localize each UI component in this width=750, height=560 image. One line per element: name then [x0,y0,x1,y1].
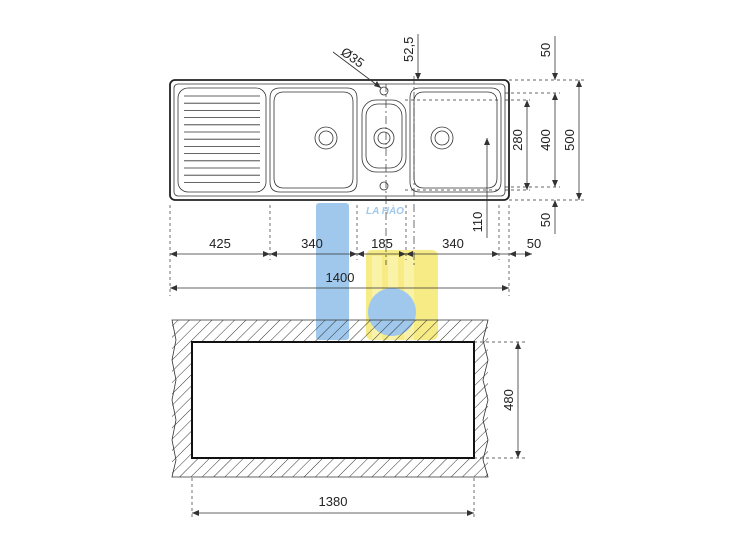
bowl-middle [361,99,407,173]
sink-outline [169,79,510,201]
dim-tap-offset: 52,5 [401,37,416,62]
countertop-hatch [172,320,488,477]
drain-right-icon [430,126,454,150]
dim-cutout-height: 480 [501,389,516,411]
bowl-left [269,87,358,193]
dim-total-depth: 500 [562,129,577,151]
dim-bowl-right: 340 [442,236,464,251]
watermark-text: LA HÀO [366,204,404,217]
vertical-dimensions: 50 400 280 500 50 110 [470,36,585,238]
overflow-icon [379,181,389,191]
sink-inner-rim [173,83,506,197]
tap-hole-icon [379,86,389,96]
dim-bowl-middle: 185 [371,236,393,251]
cutout-rectangle [191,341,475,459]
dim-bowl-inner: 280 [510,129,525,151]
dim-total-width: 1400 [326,270,355,285]
drain-left-icon [314,126,338,150]
cutout-view: 480 1380 [171,319,525,520]
sink-top-view [169,76,510,265]
drain-middle-icon [373,127,395,149]
dim-right-margin: 50 [527,236,541,251]
horizontal-dimensions: 425 340 185 340 50 1400 [169,205,541,296]
drainer-ribs [184,95,260,183]
dim-drainer: 425 [209,236,231,251]
dim-top-margin: 50 [538,43,553,57]
dim-drain-offset: 110 [470,212,485,233]
dim-cutout-width: 1380 [319,494,348,509]
dim-bowl-left: 340 [301,236,323,251]
drainer-board [177,87,267,193]
dim-bowl-depth: 400 [538,129,553,151]
dim-bottom-margin: 50 [538,213,553,227]
